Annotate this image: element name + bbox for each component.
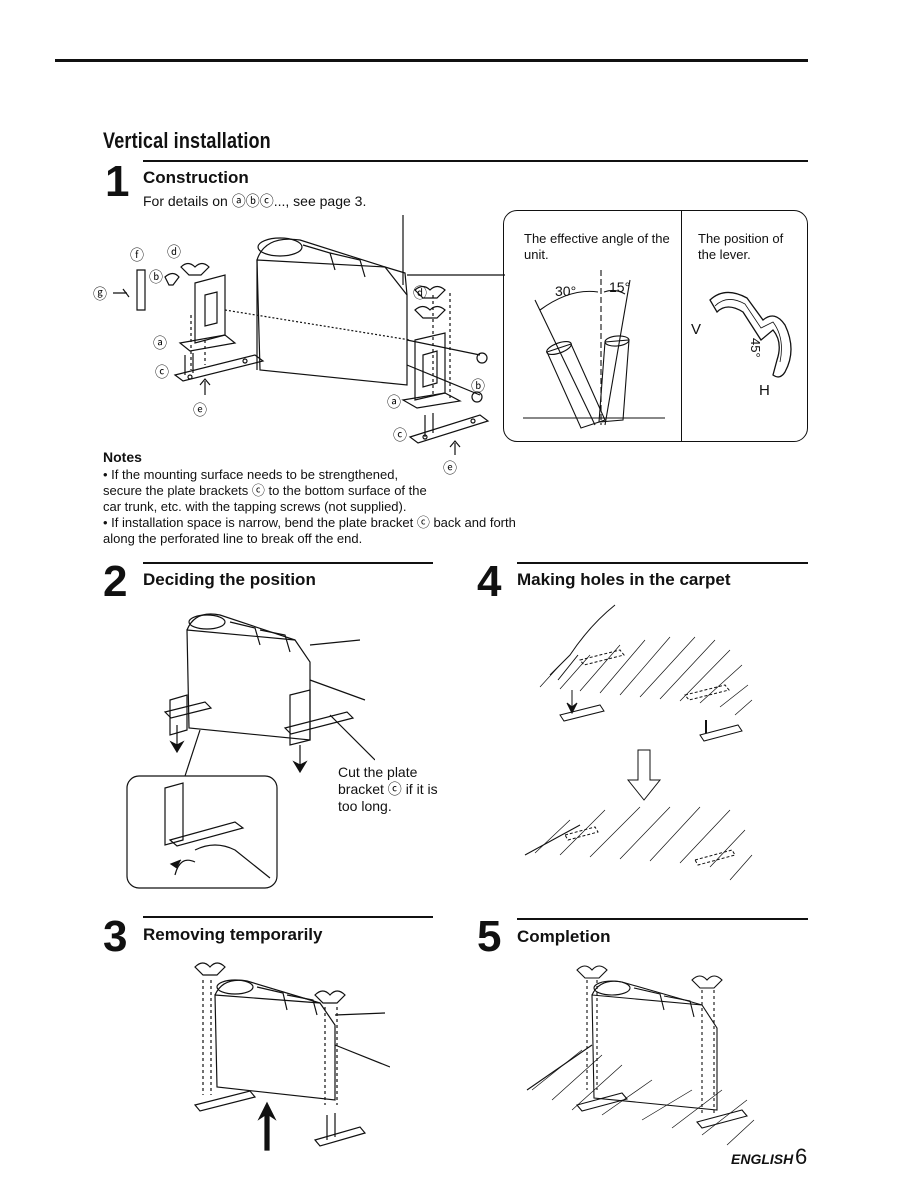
part-a-label-left: ⓐ: [153, 335, 167, 351]
step5-number: 5: [477, 912, 502, 961]
step5-title: Completion: [517, 927, 611, 946]
step4-rule: [517, 562, 808, 564]
part-d-label-right: ⓓ: [413, 285, 427, 301]
part-f-label: ⓕ: [130, 247, 144, 263]
angle-30-label: 30°: [555, 283, 576, 299]
angle-diagram: 30° 15°: [523, 270, 665, 429]
top-rule: [55, 59, 808, 62]
step3-title: Removing temporarily: [143, 925, 323, 944]
step2-title: Deciding the position: [143, 570, 316, 589]
step1-rule: [143, 160, 808, 162]
construction-illustration: ⓕ ⓓ ⓑ ⓖ ⓐ ⓒ ⓔ ⓓ ⓑ ⓐ ⓒ ⓔ: [93, 215, 505, 475]
step3-rule: [143, 916, 433, 918]
part-c-label-right: ⓒ: [393, 427, 407, 443]
part-e-label-right: ⓔ: [443, 460, 457, 475]
part-c-label-left: ⓒ: [155, 364, 169, 380]
footer-page-number: 6: [795, 1144, 808, 1169]
cut-plate-callout: Cut the plate bracket ⓒ if it is too lon…: [338, 764, 438, 814]
note-item-1: • If the mounting surface needs to be st…: [103, 467, 427, 514]
part-e-label-left: ⓔ: [193, 402, 207, 418]
angle-15-label: 15°: [609, 279, 630, 295]
box-divider: [681, 210, 682, 442]
lever-h-label: H: [759, 382, 770, 399]
section-title: Vertical installation: [103, 128, 271, 153]
part-g-label: ⓖ: [93, 286, 107, 302]
step2-rule: [143, 562, 433, 564]
part-d-label-left: ⓓ: [167, 244, 181, 260]
lever-position-text: The position of the lever.: [698, 231, 784, 262]
completion-illustration: [526, 965, 755, 1146]
step4-title: Making holes in the carpet: [517, 570, 731, 589]
effective-angle-text: The effective angle of the unit.: [524, 231, 670, 262]
notes-title: Notes: [103, 449, 142, 465]
removing-temporarily-illustration: [193, 962, 390, 1151]
step1-number: 1: [105, 157, 130, 206]
note-item-2: • If installation space is narrow, bend …: [103, 515, 516, 546]
carpet-holes-illustration: [524, 604, 753, 881]
step1-title: Construction: [143, 168, 249, 187]
lever-v-label: V: [691, 321, 701, 338]
part-b-label-right: ⓑ: [471, 378, 485, 394]
step5-rule: [517, 918, 808, 920]
part-a-label-right: ⓐ: [387, 394, 401, 410]
step3-number: 3: [103, 912, 128, 961]
lever-diagram: V H 45°: [691, 291, 792, 399]
step1-details: For details on ⓐⓑⓒ..., see page 3.: [143, 193, 367, 209]
footer-language: ENGLISH: [731, 1151, 794, 1167]
deciding-position-illustration: [126, 613, 375, 889]
lever-45-label: 45°: [748, 338, 763, 358]
step4-number: 4: [477, 557, 502, 606]
angle-lever-box: [503, 210, 808, 442]
part-b-label-left: ⓑ: [149, 269, 163, 285]
step2-number: 2: [103, 557, 128, 606]
